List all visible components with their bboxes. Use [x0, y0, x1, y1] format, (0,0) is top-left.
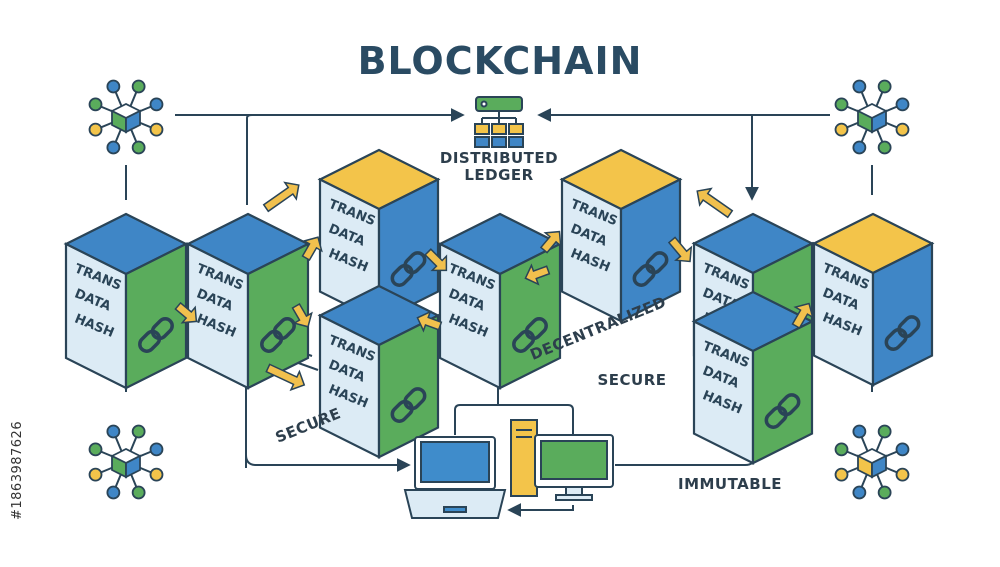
ledger-label-line1: DISTRIBUTED — [440, 149, 558, 167]
chain-link-icon — [260, 317, 296, 353]
arrow-icon — [291, 302, 313, 328]
network-node-top-right — [834, 79, 910, 155]
immutable-label: IMMUTABLE — [678, 475, 782, 493]
network-node-top-left — [88, 79, 164, 155]
secure-label-right: SECURE — [597, 371, 666, 389]
arrow-icon — [424, 248, 448, 272]
chain-link-icon — [512, 317, 548, 353]
arrow-icon — [539, 230, 562, 254]
laptop-icon — [403, 436, 507, 519]
chain-link-icon — [390, 251, 427, 287]
chain-link-icon — [632, 251, 669, 287]
arrow-icon — [416, 310, 443, 333]
chain-link-icon — [764, 393, 801, 429]
arrow-icon — [174, 301, 198, 324]
desktop-computer-icon — [510, 419, 614, 501]
network-node-bottom-left — [88, 424, 164, 500]
chain-link-icon — [138, 317, 174, 353]
arrow-icon — [696, 187, 734, 219]
arrow-icon — [667, 236, 693, 263]
distributed-ledger-icon — [474, 96, 524, 148]
arrow-icon — [262, 181, 300, 213]
arrow-icon — [301, 236, 323, 262]
chain-link-icon — [884, 315, 921, 351]
chain-link-icon — [390, 387, 427, 423]
ledger-label-line2: LEDGER — [464, 166, 533, 184]
stock-id-sidebar: #1863987626 — [8, 320, 28, 560]
arrow-icon — [524, 263, 551, 286]
arrow-icon — [791, 302, 814, 330]
network-node-bottom-right — [834, 424, 910, 500]
stock-id-text: #1863987626 — [10, 420, 25, 520]
page-title: BLOCKCHAIN — [358, 39, 643, 83]
arrow-icon — [265, 363, 306, 392]
